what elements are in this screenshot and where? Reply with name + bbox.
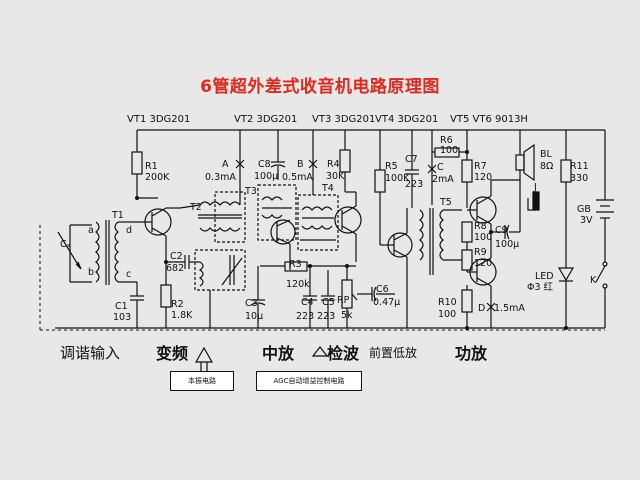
r3-label: R3 [289,259,302,270]
section-detector: 检波 [327,344,360,363]
r10-value: 100 [438,309,457,320]
t1-tap-c: c [126,269,132,280]
section-tuning: 调谐输入 [60,344,121,362]
j-label: J [534,182,537,193]
current-c: 2mA [432,174,454,185]
r2-label: R2 [171,299,184,310]
vt1-label: VT1 3DG201 [127,114,191,125]
c1-label: C1 [115,301,128,312]
c2-label: C2 [170,251,183,262]
diagram-title: 6管超外差式收音机电路原理图 [200,77,440,97]
gb-value: 3V [580,215,593,226]
led-value: Φ3 红 [527,282,554,293]
c1-value: 103 [113,312,132,323]
led-label: LED [535,271,554,282]
gb-label: GB [577,204,591,215]
t2-label: T2 [190,202,202,213]
r5-label: R5 [385,161,398,172]
section-preamp: 前置低放 [369,346,418,360]
current-a: 0.3mA [205,172,236,183]
r9-label: R9 [474,247,487,258]
c3-value: 10μ [245,311,264,322]
vt4-label: VT4 3DG201 [375,114,439,125]
vt2-label: VT2 3DG201 [234,114,298,125]
bl-label: BL [540,149,552,160]
t1-tap-b: b [88,267,95,278]
c8-value: 100μ [254,171,279,182]
c5-label: C5 [322,297,335,308]
agc-box: AGC自动增益控制电路 [256,371,362,391]
t1-label: T1 [112,210,124,221]
r7-label: R7 [474,161,487,172]
k-label: K [590,275,597,286]
r3-value: 120k [286,279,310,290]
ca-label: Cₐ [60,239,71,250]
r11-value: 330 [570,173,589,184]
c5-value: 223 [317,311,336,322]
r9-value: 120 [474,258,493,269]
t5-label: T5 [440,197,452,208]
c8-label: C8 [258,159,271,170]
r8-label: R8 [474,221,487,232]
rp-label: RP [337,295,350,306]
c9-label: C9 [495,225,508,236]
c6-label: C6 [376,284,389,295]
section-mixer: 变频 [156,344,189,363]
c9-value: 100μ [495,239,520,250]
r5-value: 100K [385,173,410,184]
t1-tap-d: d [126,225,133,236]
r2-value: 1.8K [171,310,193,321]
current-d: 1.5mA [494,303,525,314]
c6-value: 0.47μ [373,297,401,308]
r6-label: R6 [440,135,453,146]
c3-label: C3 [245,298,258,309]
section-if-amp: 中放 [262,344,295,363]
r1-label: R1 [145,161,158,172]
r4-value: 30K [326,171,345,182]
r8-value: 100 [474,232,493,243]
vt3-label: VT3 3DG201 [312,114,376,125]
bl-value: 8Ω [540,161,554,172]
t1-tap-a: a [88,225,94,236]
c4-label: C4 [301,297,314,308]
section-power-amp: 功放 [455,344,488,363]
oscillator-box: 本振电路 [170,371,234,391]
r4-label: R4 [327,159,340,170]
test-point-d: D [478,303,486,314]
c7-value: 223 [405,179,424,190]
r7-value: 120 [474,172,493,183]
test-point-b: B [297,159,304,170]
test-point-a: A [222,159,229,170]
t3-label: T3 [245,186,257,197]
c4-value: 223 [296,311,315,322]
c2-value: 682 [166,263,185,274]
test-point-c: C [437,162,444,173]
rp-value: 5k [341,310,353,321]
c7-label: C7 [405,154,418,165]
r11-label: R11 [570,161,589,172]
current-b: 0.5mA [282,172,313,183]
r1-value: 200K [145,172,170,183]
r6-value: 100 [440,145,459,156]
t4-label: T4 [322,183,334,194]
vt56-label: VT5 VT6 9013H [450,114,528,125]
r10-label: R10 [438,297,457,308]
